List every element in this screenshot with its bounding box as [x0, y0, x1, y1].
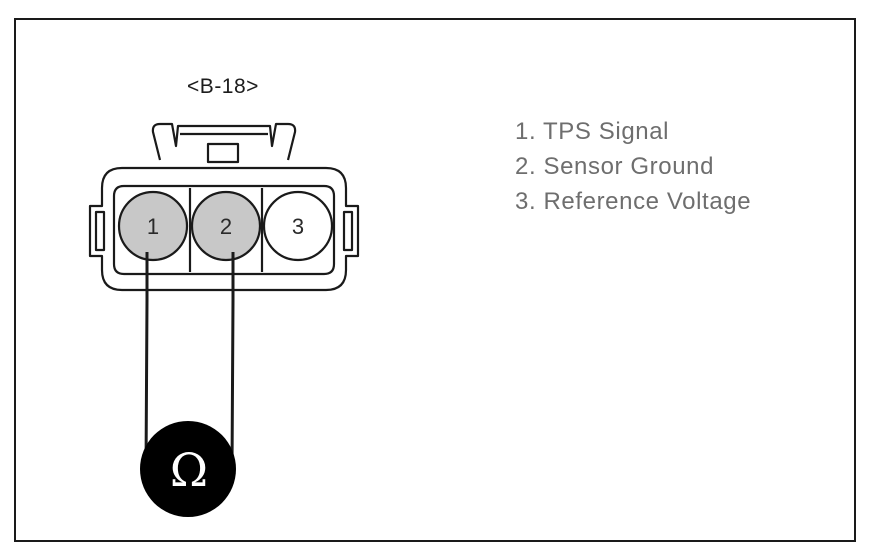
pin-3-number: 3	[292, 214, 304, 239]
probe-lead-pin-1	[144, 252, 149, 471]
legend-item-pin-1: 1. TPS Signal	[515, 118, 670, 145]
latch-tab	[206, 142, 240, 164]
pin-1-number: 1	[147, 214, 159, 239]
probe-leads	[144, 252, 235, 471]
pin-legend: 1. TPS Signal 2. Sensor Ground 3. Refere…	[515, 114, 751, 219]
connector-label: <B-18>	[187, 75, 259, 98]
legend-item-pin-2: 2. Sensor Ground	[515, 153, 715, 180]
pin-2-number: 2	[220, 214, 232, 239]
ohmmeter	[140, 421, 236, 517]
housing-left-ear	[94, 210, 106, 252]
pin-2	[190, 190, 262, 262]
probe-lead-pin-2	[230, 252, 235, 471]
pin-1	[117, 190, 189, 262]
ohm-symbol: Ω	[170, 443, 208, 497]
legend-item-pin-3: 3. Reference Voltage	[515, 188, 752, 215]
housing-right-ear	[342, 210, 354, 252]
pin-3	[262, 190, 334, 262]
connector-pins	[117, 190, 334, 262]
